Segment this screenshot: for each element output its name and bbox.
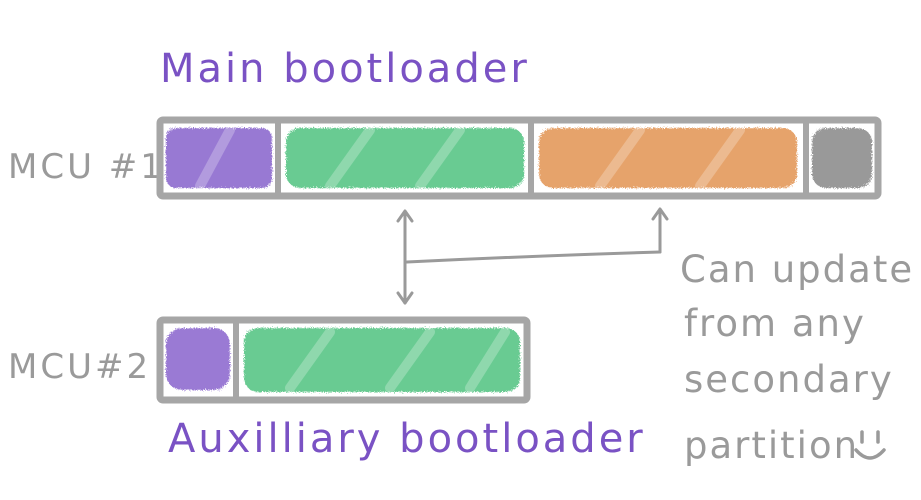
- mcu1-primary-partition: [286, 128, 524, 188]
- note-line-3: secondary: [684, 358, 894, 401]
- note-line-2: from any: [684, 302, 866, 345]
- update-note: Can update from any secondary partition: [680, 248, 914, 467]
- mcu1-reserved-partition: [812, 128, 872, 188]
- auxilliary-bootloader-title: Auxilliary bootloader: [168, 416, 646, 462]
- update-connector-arrows: [396, 207, 669, 305]
- mcu2-memory-bar: [156, 316, 531, 404]
- mcu1-bootloader-partition: [166, 128, 272, 188]
- smiley-face-icon: [854, 430, 886, 460]
- note-line-1: Can update: [680, 248, 914, 291]
- mcu2-primary-partition: [244, 328, 520, 392]
- mcu2-label: MCU#2: [8, 347, 151, 387]
- mcu1-secondary-partition: [539, 128, 797, 188]
- mcu2-bootloader-partition: [166, 328, 230, 390]
- mcu1-memory-bar: [156, 116, 882, 200]
- main-bootloader-title: Main bootloader: [160, 46, 530, 92]
- note-line-4: partition: [684, 424, 859, 467]
- mcu1-label: MCU #1: [8, 147, 165, 187]
